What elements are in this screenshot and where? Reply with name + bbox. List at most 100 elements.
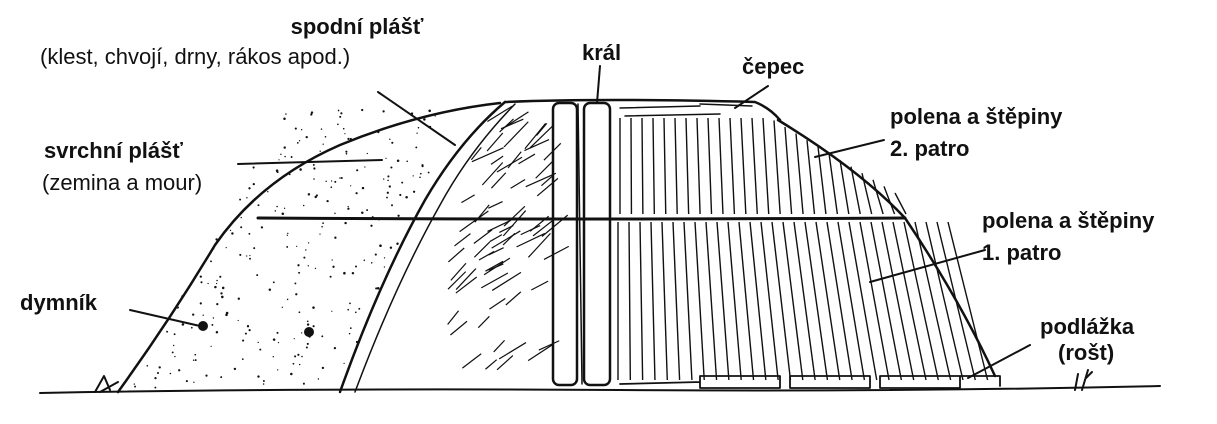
log-line [807, 140, 814, 214]
stipple-dot [385, 158, 386, 159]
stipple-dot [173, 345, 174, 346]
stipple-dot [296, 246, 297, 247]
stipple-dot [334, 237, 336, 239]
stipple-dot [203, 315, 204, 316]
brush-stroke [479, 251, 494, 260]
stipple-dot [157, 372, 159, 374]
stipple-dot [420, 173, 422, 175]
brush-stroke [511, 179, 525, 188]
log-line [785, 127, 792, 214]
brush-stroke [508, 152, 521, 168]
brush-stroke [448, 248, 464, 262]
stipple-dot [290, 373, 293, 376]
stipple-dot [308, 160, 311, 163]
stipple-dot [321, 335, 323, 337]
stipple-dot [375, 287, 377, 289]
stipple-dot [312, 306, 315, 309]
stipple-dot [313, 164, 315, 166]
stipple-dot [211, 324, 213, 326]
stipple-dot [230, 230, 231, 231]
stipple-dot [391, 204, 393, 206]
stipple-dot [220, 376, 222, 378]
stipple-dot [297, 354, 299, 356]
stipple-dot [216, 280, 218, 282]
ground-tuft-left [95, 376, 118, 392]
log-line [629, 222, 630, 380]
stipple-dot [343, 363, 344, 364]
stipple-dot [318, 378, 319, 379]
stipple-dot [334, 181, 336, 183]
brush-stroke [492, 272, 521, 290]
chimney-center [578, 104, 582, 384]
log-line [695, 222, 704, 380]
leader-patro2 [815, 140, 884, 157]
log-line [816, 222, 840, 380]
stipple-dot [386, 197, 388, 199]
label-dymnik: dymník [20, 290, 97, 316]
stipple-dot [256, 274, 258, 276]
stipple-dot [379, 244, 382, 247]
stipple-dot [258, 204, 260, 206]
brush-stroke [489, 248, 504, 255]
stipple-dot [244, 208, 245, 209]
brush-stroke [481, 273, 508, 288]
mantle-seam-line [258, 218, 905, 219]
log-line [937, 222, 975, 380]
stipple-dot [322, 367, 324, 369]
stipple-dot [344, 133, 345, 134]
log-line [719, 118, 723, 214]
stipple-dot [222, 287, 225, 290]
log-line [653, 118, 654, 214]
stipple-dot [330, 186, 332, 188]
stipple-dot [308, 335, 310, 337]
stipple-dot [387, 192, 389, 194]
stipple-dot [362, 187, 364, 189]
stipple-dot [299, 364, 300, 365]
stipple-dot [344, 222, 346, 224]
log-line [686, 118, 689, 214]
leader-kral [597, 66, 600, 103]
stipple-dot [315, 268, 316, 269]
stipple-dot [306, 347, 308, 349]
label-patro2-line2: 2. patro [890, 136, 969, 162]
log-line [763, 118, 769, 214]
stipple-dot [301, 332, 302, 333]
brush-stroke [544, 246, 569, 259]
stipple-dot [356, 169, 358, 171]
cap-outline [505, 100, 780, 120]
stipple-dot [246, 255, 247, 256]
stipple-dot [294, 282, 296, 284]
stipple-dot [366, 209, 368, 211]
stipple-dot [323, 144, 324, 145]
stipple-dot [397, 159, 400, 162]
stipple-dot [216, 303, 218, 305]
stipple-dot [350, 138, 352, 140]
stipple-dot [297, 264, 299, 266]
stipple-dot [382, 110, 384, 112]
stipple-dot [134, 386, 136, 388]
stipple-dot [341, 177, 343, 179]
stipple-dot [248, 233, 250, 235]
brush-stroke [488, 202, 502, 209]
stipple-dot [287, 233, 288, 234]
stipple-dot [200, 302, 202, 304]
stipple-dot [234, 368, 236, 370]
stipple-dot [273, 281, 275, 283]
stipple-dot [220, 292, 222, 294]
stipple-dot [301, 129, 302, 130]
stipple-dot [299, 168, 302, 171]
brush-hatching [448, 106, 569, 370]
stipple-dot [371, 262, 373, 264]
brush-stroke [506, 292, 521, 305]
stipple-dot [246, 197, 247, 198]
stipple-dot [154, 387, 156, 389]
stipple-dot [253, 247, 255, 249]
brush-stroke [460, 211, 489, 232]
label-spodni-title: spodní plášť [262, 14, 452, 40]
stipple-dot [174, 356, 175, 357]
stipple-dot [252, 201, 254, 203]
log-line [752, 118, 757, 214]
stipple-dot [238, 298, 240, 300]
stipple-dot [193, 382, 194, 383]
